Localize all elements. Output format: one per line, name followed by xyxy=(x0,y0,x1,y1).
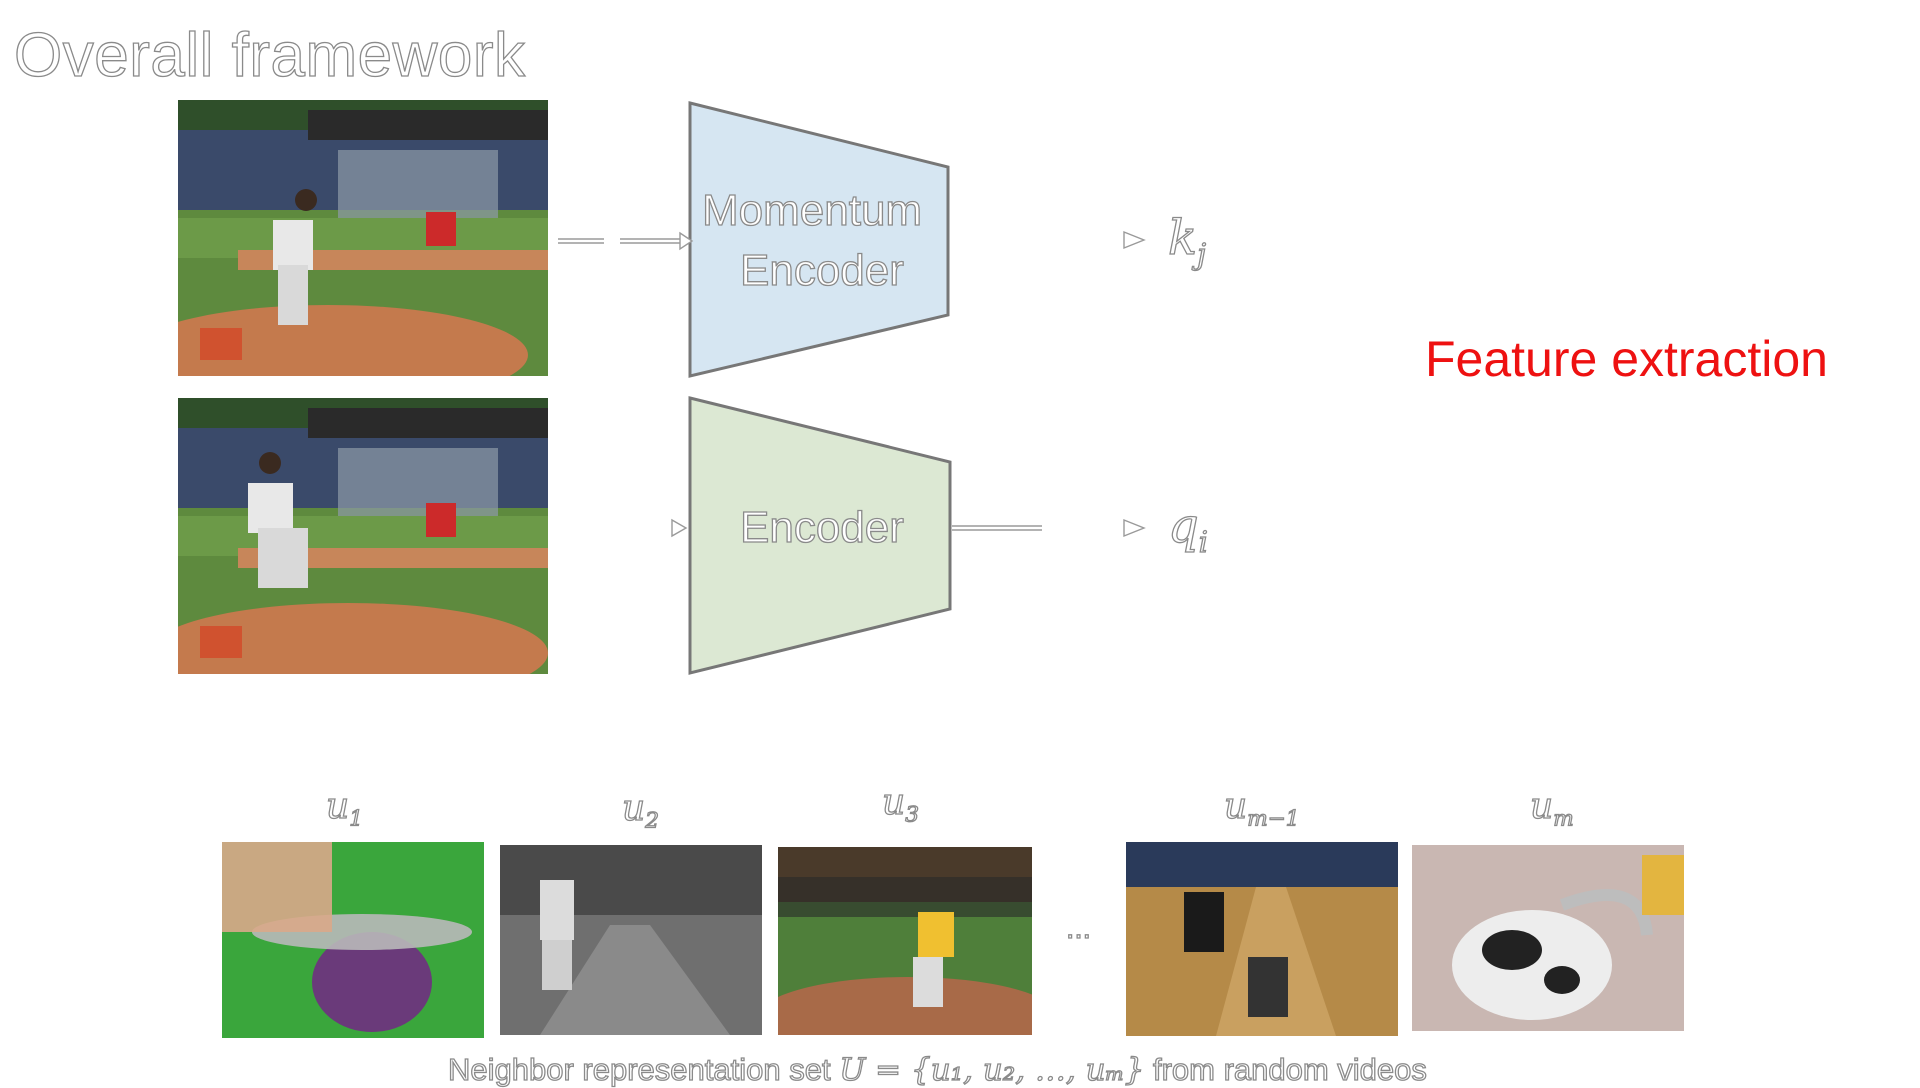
encoder-shape xyxy=(688,396,952,675)
key-input-arrow xyxy=(558,231,694,251)
key-output-arrowhead xyxy=(1123,230,1146,250)
encoder-output-line xyxy=(952,525,1042,531)
neighbor-thumbnail-3 xyxy=(778,847,1032,1035)
key-input-frame xyxy=(178,100,548,376)
slide-title: Overall framework xyxy=(13,20,526,90)
neighbor-label-2: u2 xyxy=(621,787,659,834)
neighbor-label-1: u1 xyxy=(325,785,363,832)
momentum-encoder-shape xyxy=(688,101,950,378)
neighbor-thumbnail-m-minus-1 xyxy=(1126,842,1398,1036)
query-input-frame xyxy=(178,398,548,674)
encoder-label: Encoder xyxy=(739,502,904,552)
neighbor-label-m: um xyxy=(1529,785,1574,832)
neighbor-label-m-minus-1: um−1 xyxy=(1223,785,1300,832)
neighbor-thumbnail-1 xyxy=(222,842,484,1038)
momentum-encoder-label-line1: Momentum xyxy=(701,185,923,235)
neighbor-label-3: u3 xyxy=(881,781,919,828)
query-output-arrowhead xyxy=(1123,518,1146,538)
query-feature-symbol: qi xyxy=(1167,497,1208,560)
key-feature-symbol: kj xyxy=(1167,209,1207,272)
query-input-arrow xyxy=(671,518,688,538)
neighbor-thumbnail-m xyxy=(1412,845,1684,1031)
feature-extraction-label: Feature extraction xyxy=(1425,331,1828,387)
neighbor-thumbnail-2 xyxy=(500,845,762,1035)
momentum-encoder-label-line2: Encoder xyxy=(739,245,904,295)
neighbor-ellipsis: ... xyxy=(1065,911,1092,945)
neighbor-set-caption: Neighbor representation set U = {u₁, u₂,… xyxy=(447,1051,1427,1088)
